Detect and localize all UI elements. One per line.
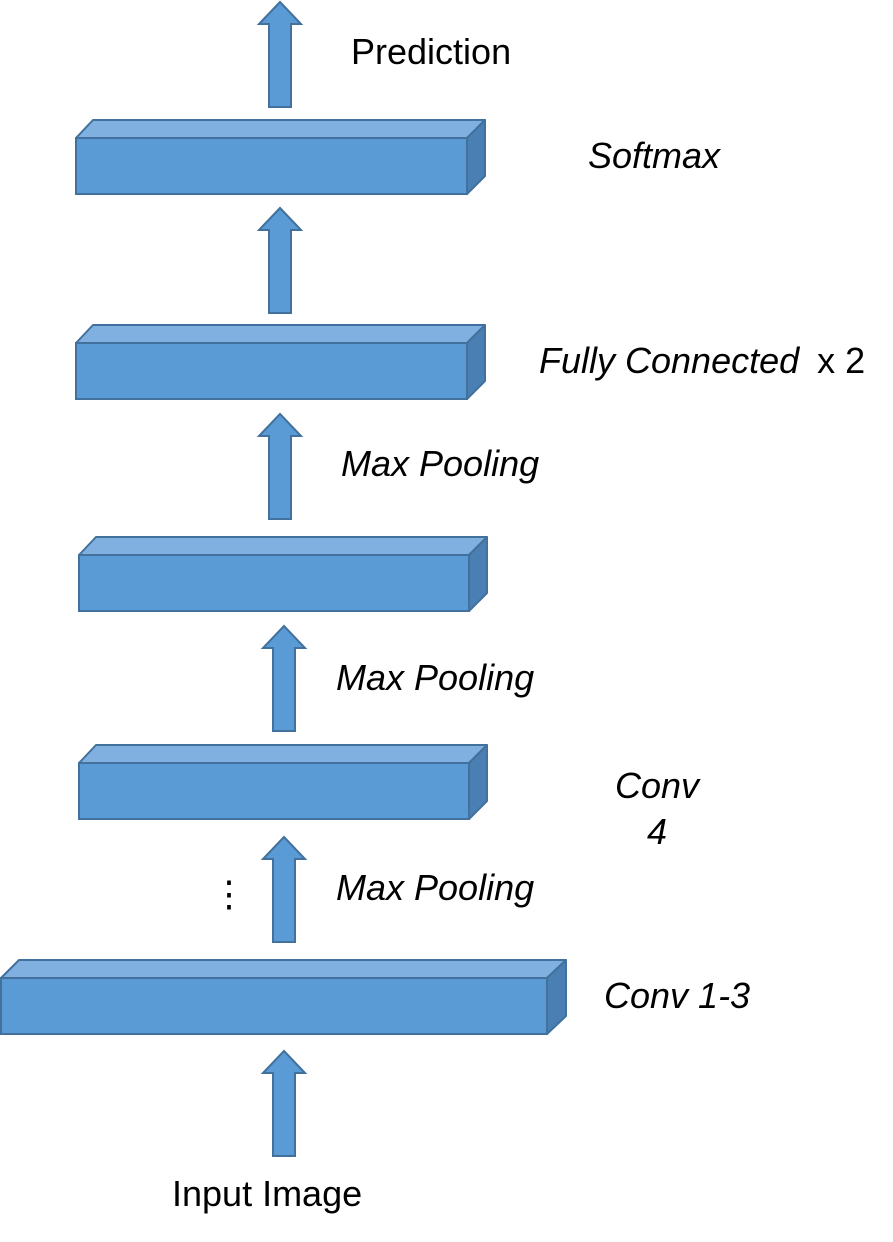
softmax-label: Softmax	[588, 135, 722, 176]
layer-block-conv1-3	[0, 959, 567, 1035]
ellipsis-vertical: ⋮	[211, 873, 247, 914]
arrow-to-prediction	[256, 0, 304, 108]
arrow-pool-lower	[260, 835, 308, 943]
arrow-from-input	[260, 1049, 308, 1157]
fully-connected-label: Fully Connected x 2	[539, 340, 865, 381]
max-pooling-label-lower: Max Pooling	[336, 867, 534, 908]
max-pooling-label-upper: Max Pooling	[341, 443, 539, 484]
arrow-pool-middle	[260, 624, 308, 732]
layer-block-conv4	[78, 744, 488, 820]
arrow-pool-to-fc	[256, 412, 304, 520]
arrow-fc-to-softmax	[256, 206, 304, 314]
output-label: Prediction	[351, 31, 511, 72]
input-label: Input Image	[172, 1173, 362, 1214]
layer-block-softmax	[75, 119, 486, 195]
conv4-label-line1: Conv	[615, 765, 701, 806]
conv4-label-line2: 4	[647, 811, 667, 852]
max-pooling-label-middle: Max Pooling	[336, 657, 534, 698]
layer-block-pooled-features	[78, 536, 488, 612]
fully-connected-name: Fully Connected	[539, 340, 800, 381]
conv1-3-label: Conv 1-3	[604, 975, 750, 1016]
layer-block-fully-connected	[75, 324, 486, 400]
fully-connected-repeat: x 2	[817, 340, 865, 381]
